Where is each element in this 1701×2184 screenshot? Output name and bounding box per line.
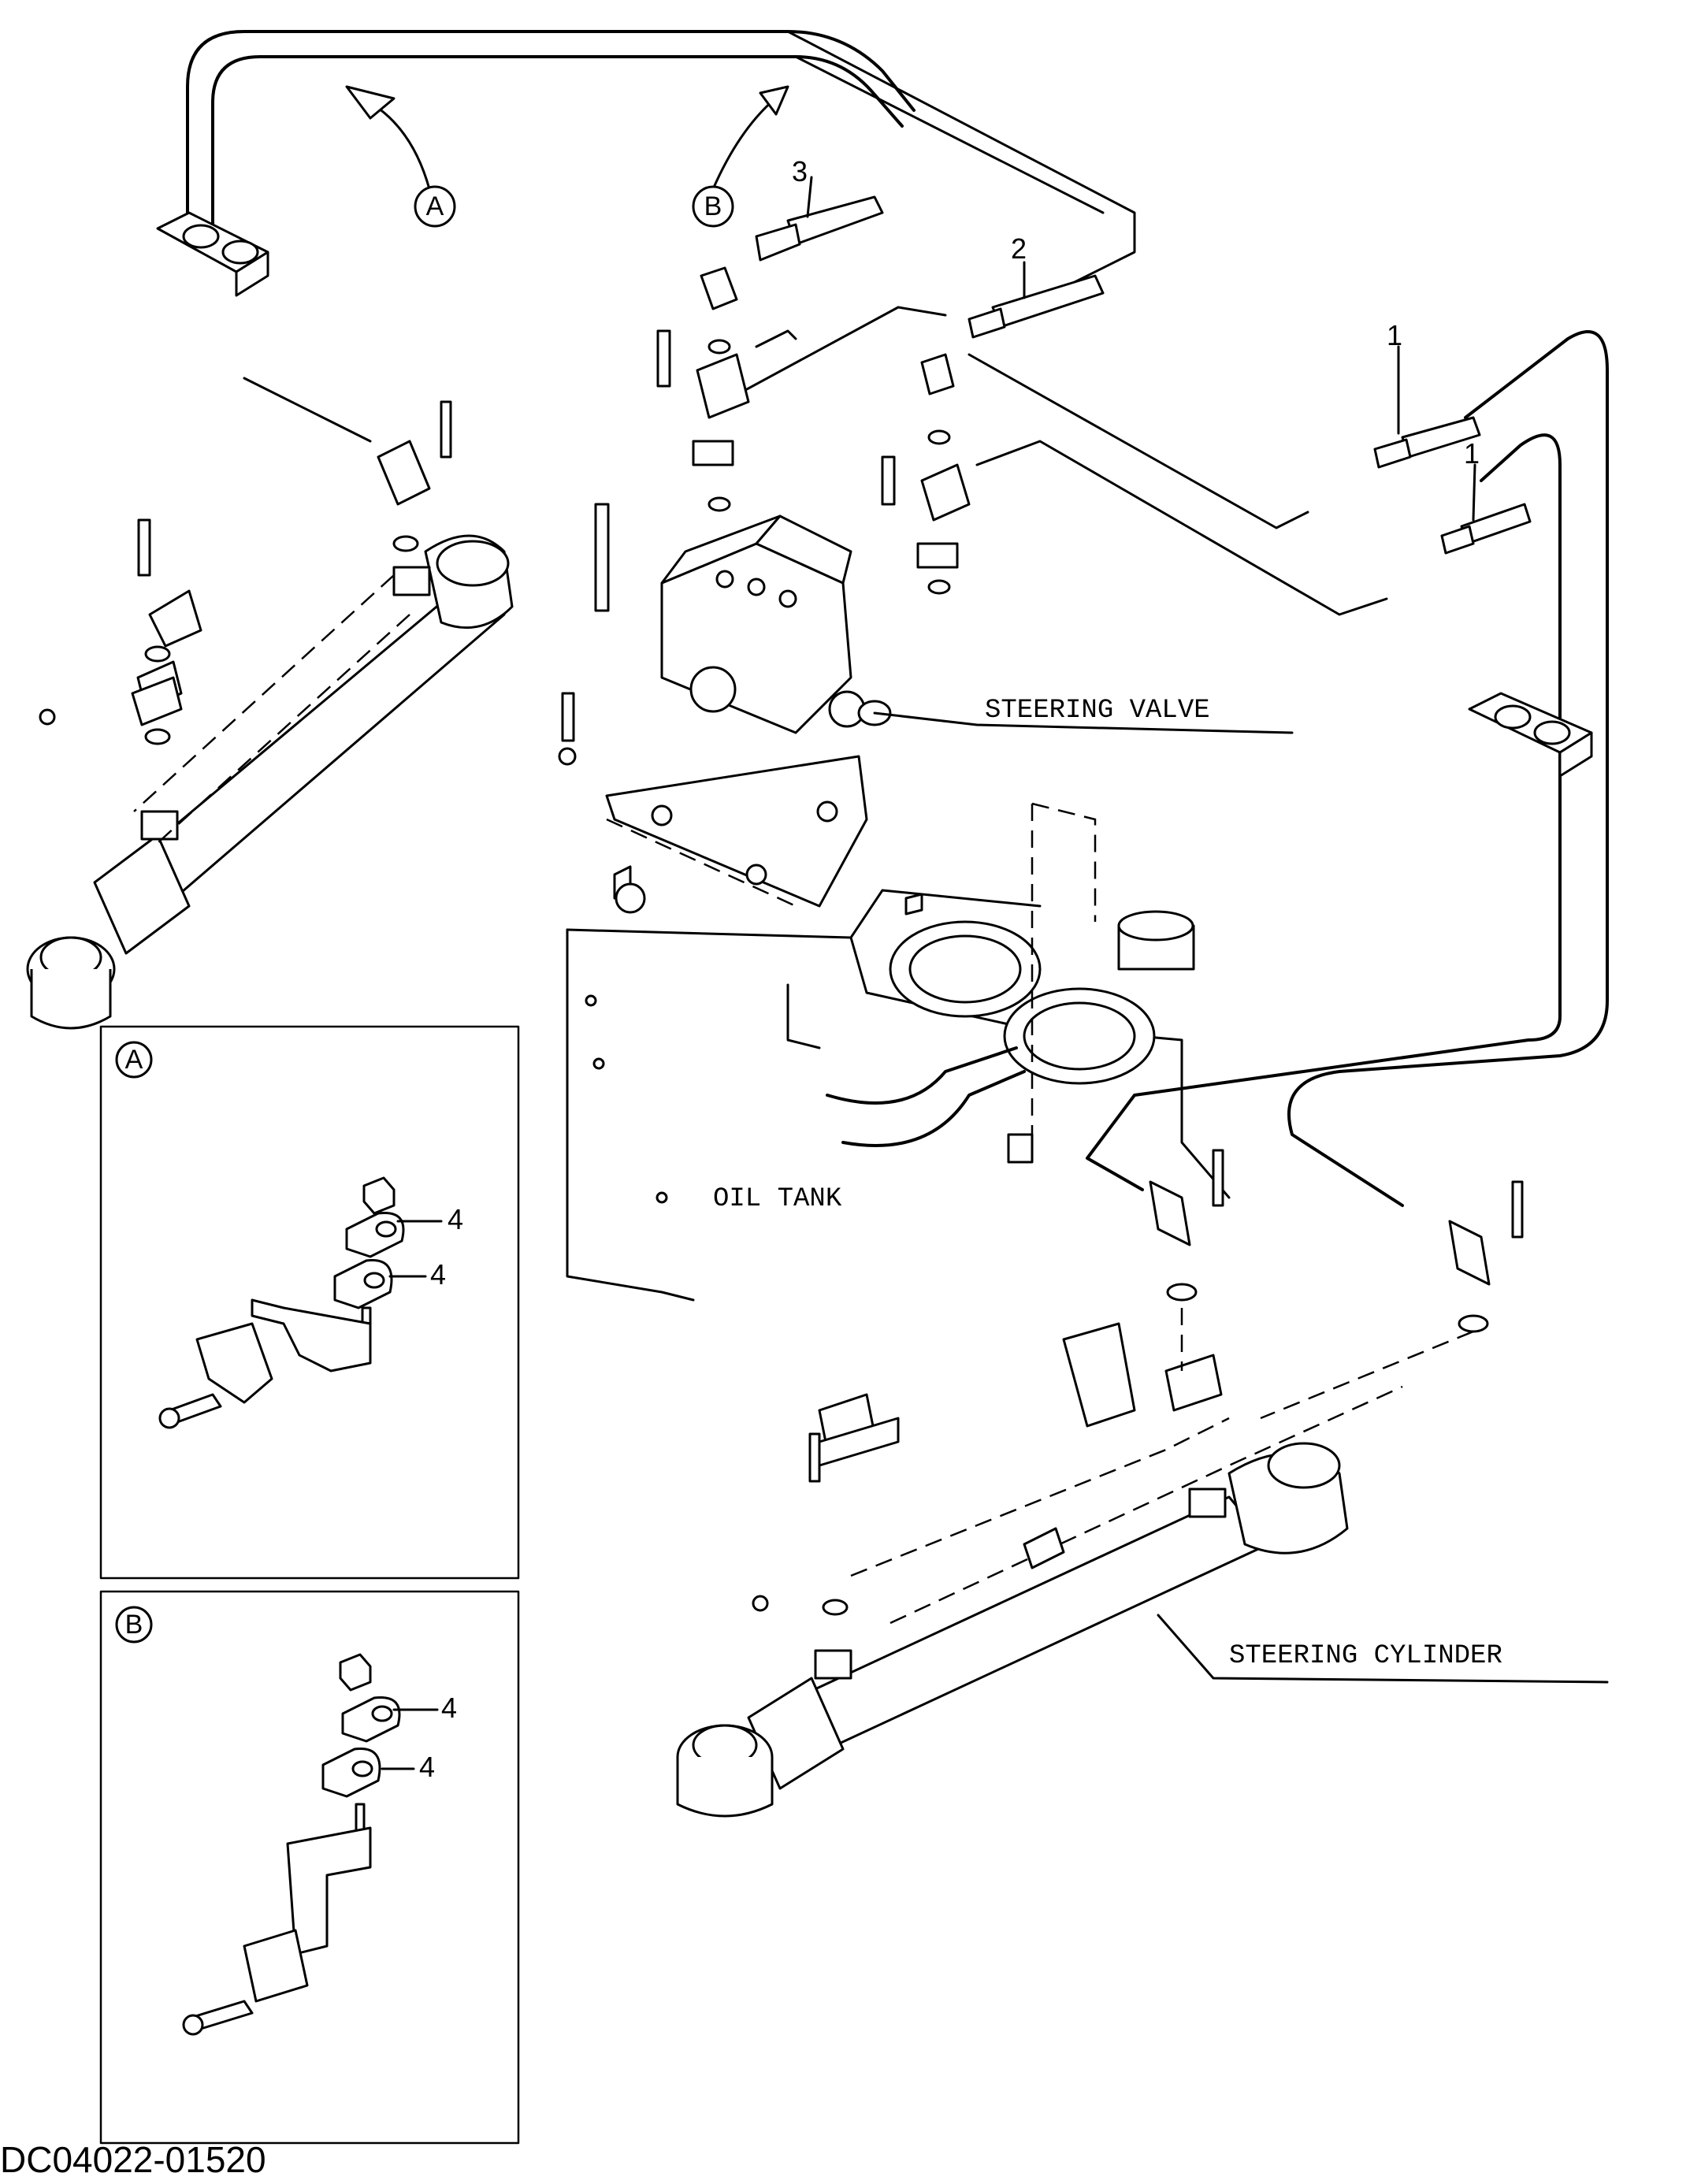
hose-1b: 1 — [1440, 437, 1532, 555]
clamp-b-lower-number: 4 — [419, 1751, 435, 1783]
hose-2: 2 — [967, 232, 1105, 339]
detail-b-title: B — [125, 1610, 143, 1640]
hose-routing — [186, 30, 1609, 1207]
detail-view-a: A 4 4 — [99, 1025, 520, 1580]
detail-view-b: B 4 4 — [99, 1590, 520, 2145]
loop-clamp-right — [1468, 692, 1593, 778]
document-code: DC04022-01520 — [0, 2139, 266, 2180]
steering-cylinder-label: STEERING CYLINDER — [1157, 1614, 1609, 1684]
loop-clamp-left — [156, 211, 269, 297]
hose-1a: 1 — [1373, 319, 1481, 469]
valve-fittings — [594, 266, 971, 612]
steering-valve-label: STEERING VALVE — [873, 696, 1294, 734]
left-steering-cylinder — [26, 400, 514, 1030]
hose-1b-number: 1 — [1464, 437, 1480, 470]
hose-3: 3 — [755, 155, 884, 262]
oil-tank-text: OIL TANK — [713, 1184, 842, 1214]
callout-b: B — [692, 85, 789, 228]
hose-1a-number: 1 — [1387, 319, 1402, 351]
steering-valve — [660, 514, 892, 734]
hose-3-number: 3 — [792, 155, 808, 188]
callout-a-label: A — [426, 191, 444, 221]
callout-a: A — [345, 85, 456, 228]
steering-cylinder-text: STEERING CYLINDER — [1229, 1641, 1502, 1671]
steering-valve-text: STEERING VALVE — [985, 696, 1210, 726]
clamp-a-lower-number: 4 — [430, 1258, 446, 1291]
callout-b-label: B — [704, 191, 722, 221]
right-steering-cylinder — [676, 1149, 1524, 1818]
detail-a-title: A — [125, 1045, 143, 1075]
valve-bracket — [558, 692, 868, 908]
oil-tank: OIL TANK — [566, 802, 1231, 1302]
hose-2-number: 2 — [1011, 232, 1027, 265]
clamp-b-upper-number: 4 — [441, 1692, 457, 1724]
clamp-a-upper-number: 4 — [448, 1203, 463, 1235]
hose-lines — [243, 306, 1388, 616]
